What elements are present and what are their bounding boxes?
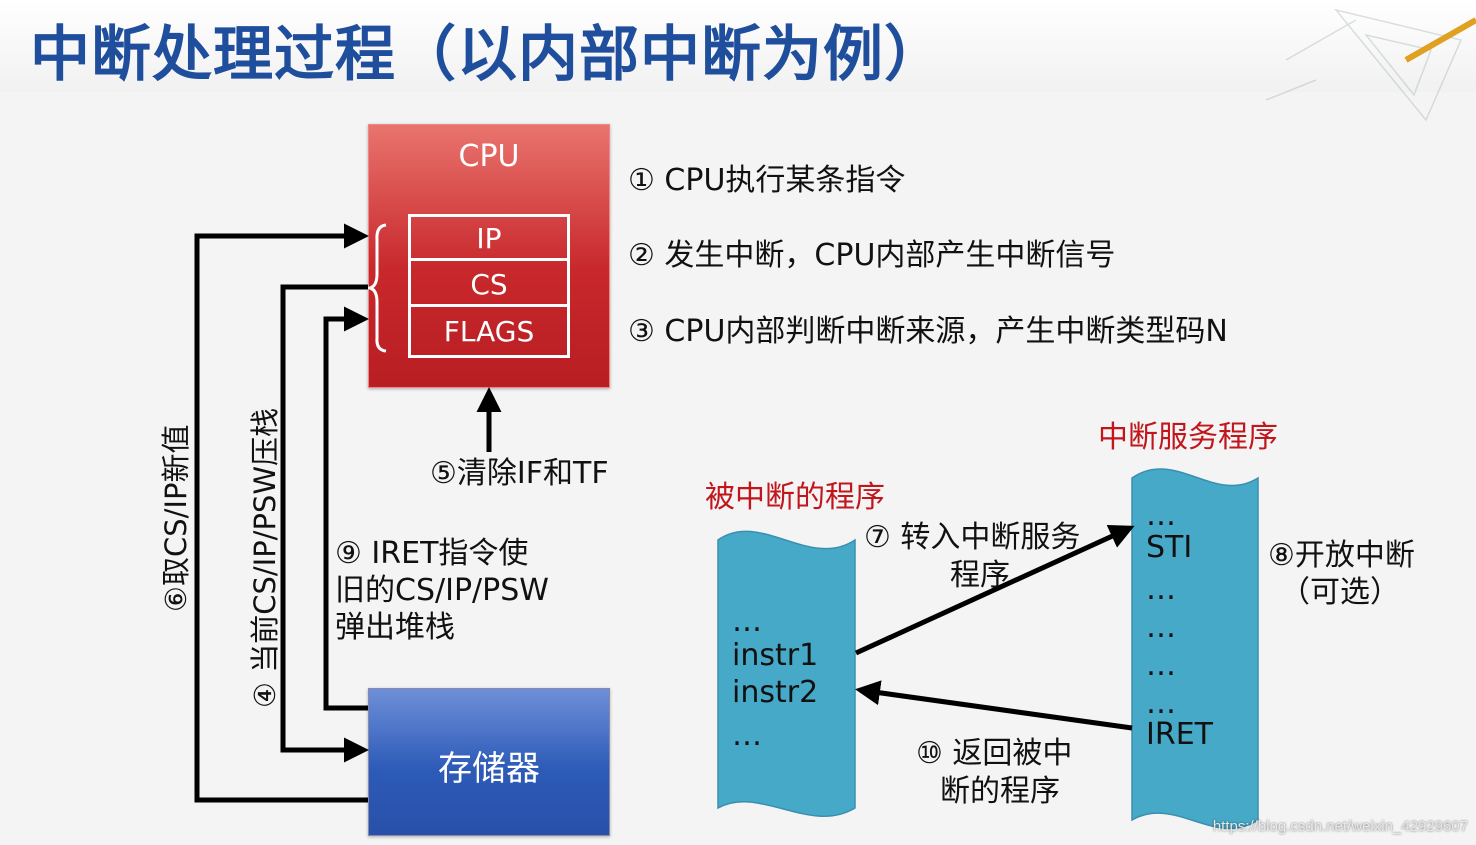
isr-line: … [1146, 572, 1176, 607]
isr-title: 中断服务程序 [1098, 420, 1278, 455]
cpu-label: CPU [458, 139, 520, 174]
register-cs: CS [411, 263, 567, 307]
arrow-step10 [855, 680, 1133, 731]
arrow-step9 [323, 306, 369, 711]
step-2: ② 发生中断，CPU内部产生中断信号 [628, 238, 1116, 273]
drafting-tools-decoration [1265, 8, 1476, 122]
interrupted-line: … [732, 718, 762, 753]
isr-line: IRET [1146, 717, 1213, 752]
isr-line: … [1146, 610, 1176, 645]
arrow-step6 [194, 223, 369, 803]
interrupted-program-title: 被中断的程序 [705, 480, 885, 515]
arrow-step4 [280, 284, 369, 763]
interrupted-program-shape [717, 530, 856, 817]
watermark: https://blog.csdn.net/weixin_42929607 [1212, 818, 1468, 835]
interrupted-line: instr1 [732, 638, 819, 673]
step-8-line1: ⑧开放中断 [1268, 538, 1415, 573]
memory-label: 存储器 [438, 749, 540, 789]
step-7-line2: 程序 [950, 558, 1010, 593]
title-band [0, 0, 1476, 92]
step-3: ③ CPU内部判断中断来源，产生中断类型码N [628, 314, 1228, 349]
isr-line: … [1146, 686, 1176, 721]
memory-box: 存储器 [368, 688, 610, 836]
step-7-line1: ⑦ 转入中断服务 [864, 520, 1081, 555]
step-9-line1: ⑨ IRET指令使 [335, 536, 529, 571]
isr-shape [1131, 468, 1259, 830]
step-6: ⑥取CS/IP新值 [159, 424, 193, 612]
step-5: ⑤清除IF和TF [430, 456, 609, 491]
isr-line: … [1146, 648, 1176, 683]
arrow-step7 [854, 524, 1135, 656]
page-title: 中断处理过程（以内部中断为例） [30, 20, 945, 90]
register-ip: IP [411, 217, 567, 261]
pencil-icon [1404, 17, 1476, 63]
step-9-line3: 弹出堆栈 [335, 610, 455, 645]
step-10-line1: ⑩ 返回被中 [916, 736, 1073, 771]
step-1: ① CPU执行某条指令 [628, 163, 906, 198]
step-9-line2: 旧的CS/IP/PSW [335, 573, 549, 608]
register-brace [364, 223, 387, 353]
step-8-line2: （可选） [1280, 575, 1400, 610]
isr-line: … [1146, 498, 1176, 533]
interrupted-line: instr2 [732, 675, 819, 710]
register-flags: FLAGS [443, 315, 535, 348]
step-10-line2: 断的程序 [940, 774, 1060, 809]
interrupted-line: … [732, 604, 762, 639]
step-4: ④ 当前CS/IP/PSW压栈 [248, 407, 282, 708]
register-group: IP CS FLAGS [408, 214, 570, 358]
isr-line: STI [1146, 530, 1193, 565]
